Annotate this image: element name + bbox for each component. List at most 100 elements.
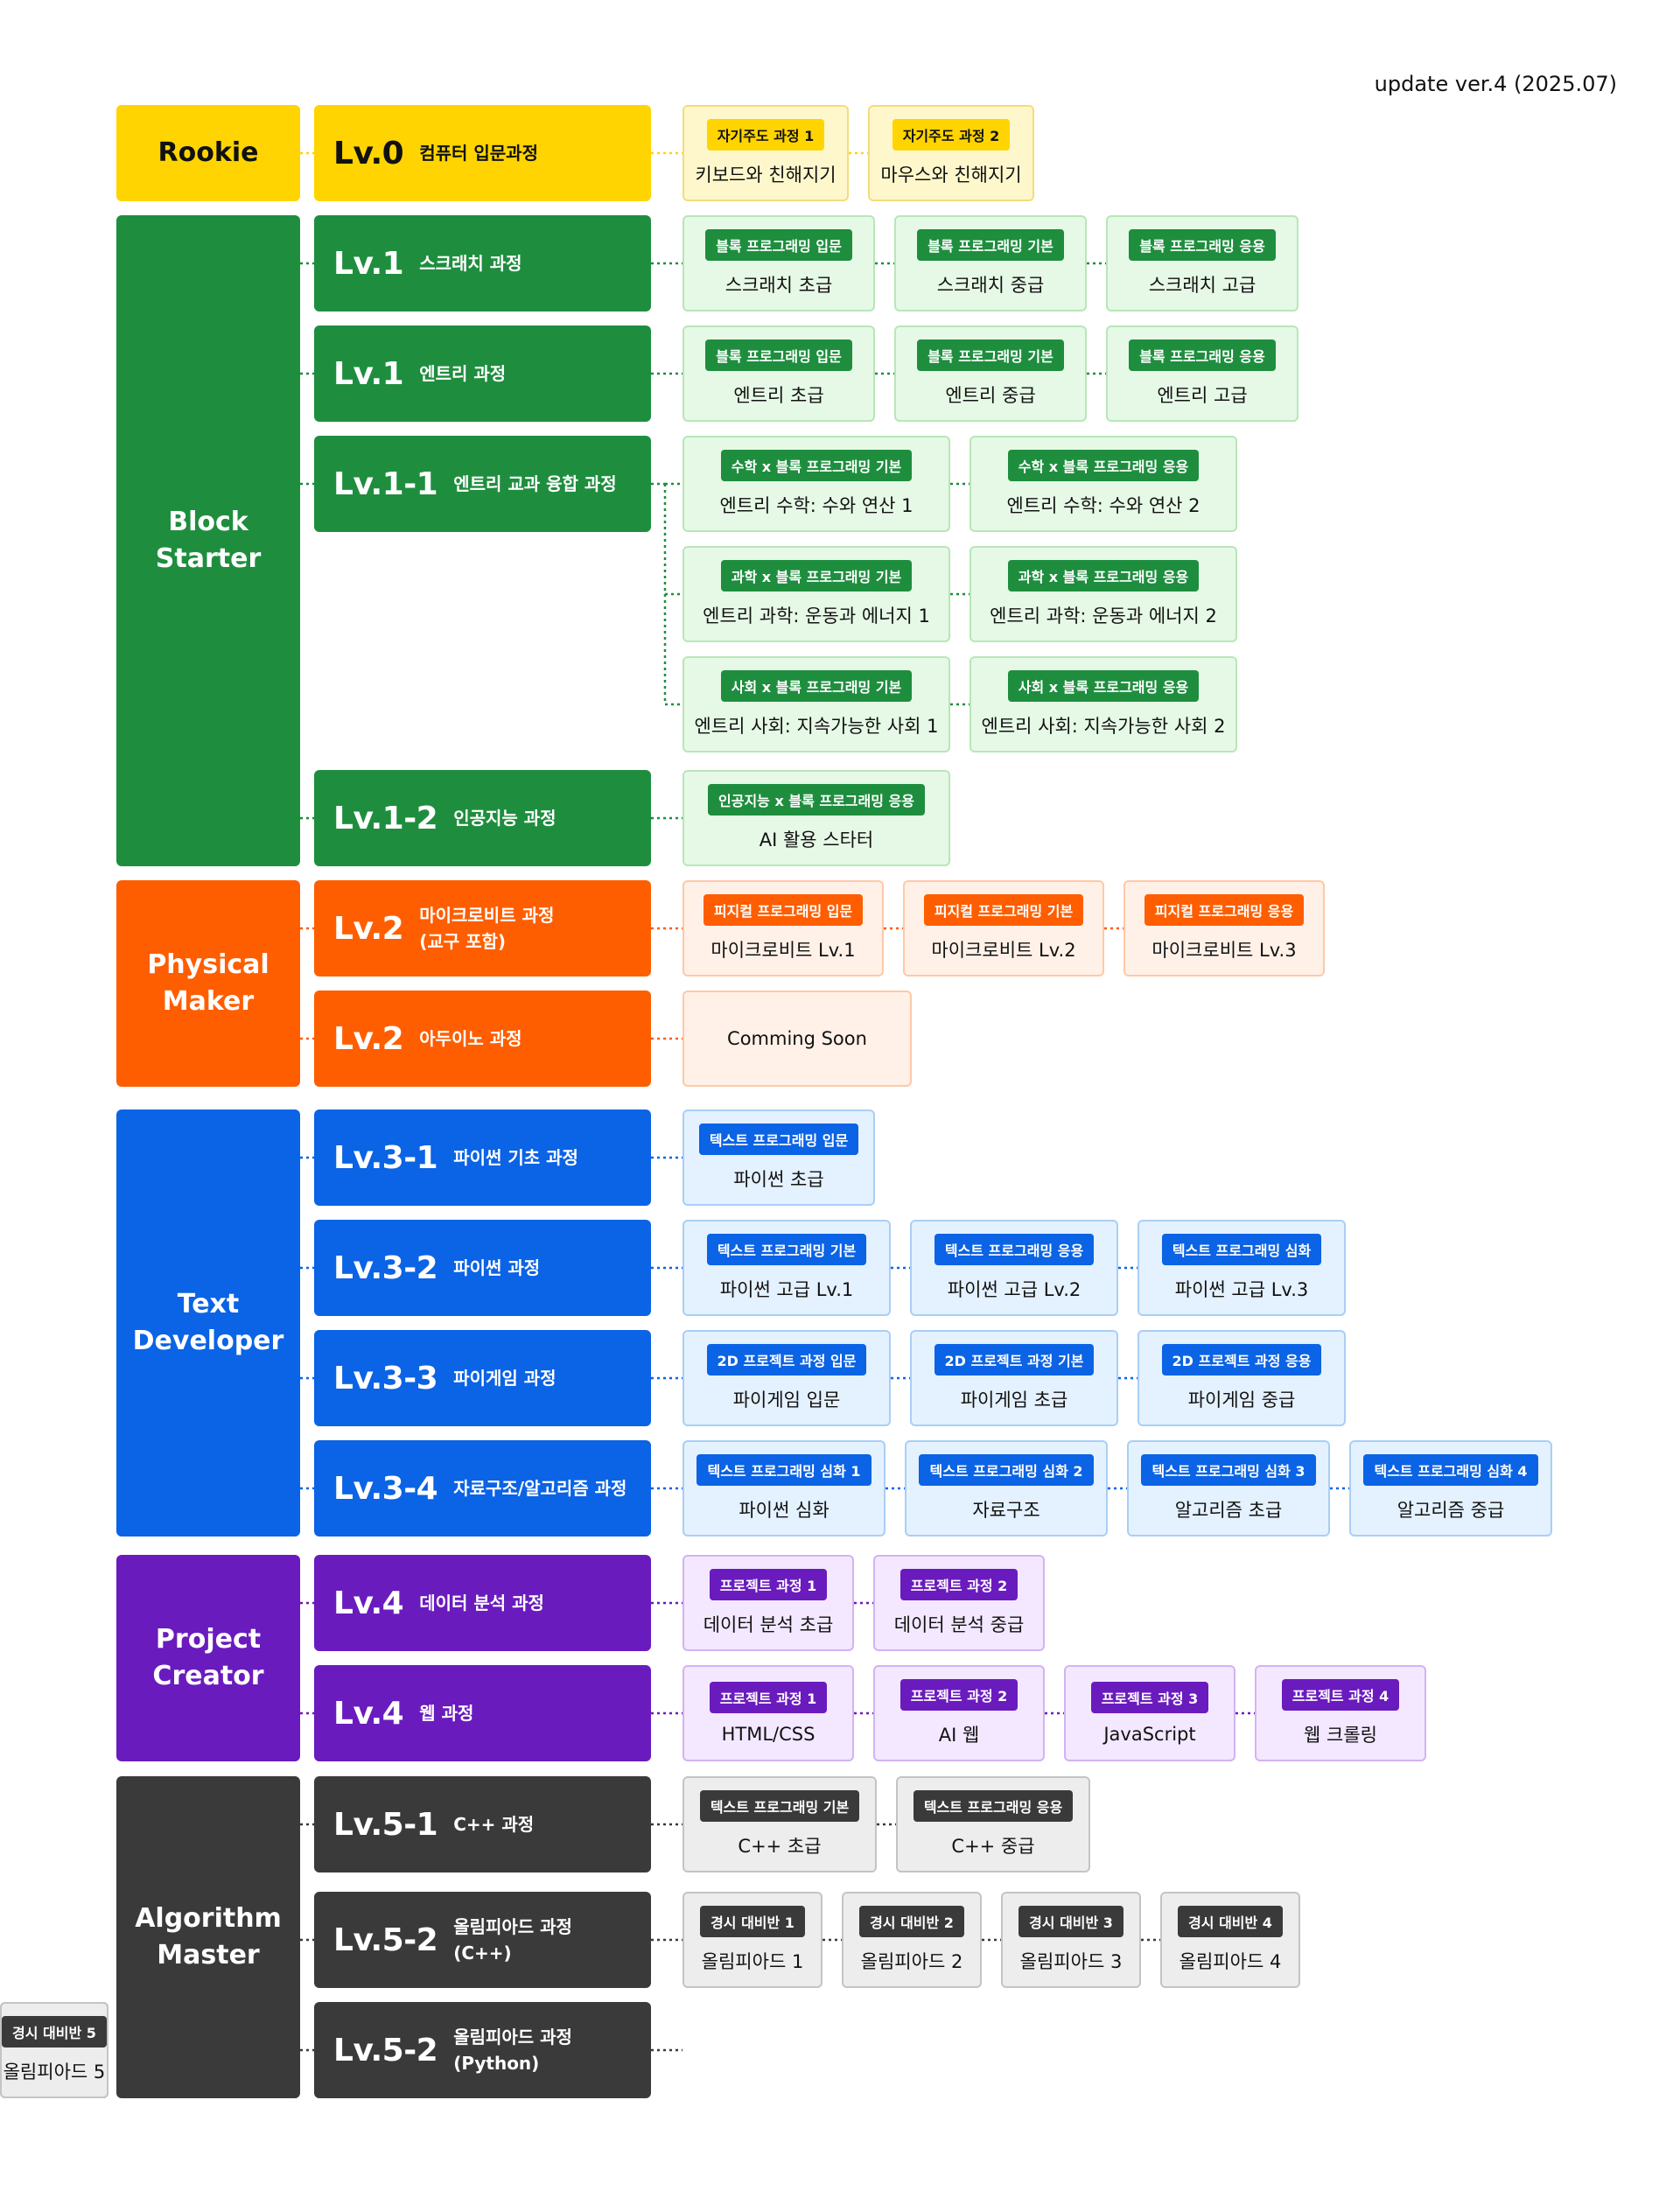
level-box[interactable]: Lv.4 웹 과정: [314, 1665, 651, 1761]
course-badge: 프로젝트 과정 2: [900, 1679, 1018, 1711]
course-badge: 블록 프로그래밍 응용: [1129, 229, 1276, 261]
course-card[interactable]: 프로젝트 과정 2 AI 웹: [873, 1665, 1045, 1761]
course-badge: 텍스트 프로그래밍 입문: [698, 1124, 859, 1155]
level-box[interactable]: Lv.5-2 올림피아드 과정 (C++): [314, 1892, 651, 1988]
course-card[interactable]: 자기주도 과정 1 키보드와 친해지기: [682, 105, 849, 201]
level-number: Lv.5-2: [333, 1922, 438, 1958]
course-badge: 피지컬 프로그래밍 응용: [1144, 894, 1305, 926]
course-badge: 과학 x 블록 프로그래밍 기본: [720, 560, 913, 592]
course-title: HTML/CSS: [721, 1724, 816, 1745]
level-name: 스크래치 과정: [419, 253, 522, 274]
course-title: 올림피아드 3: [1019, 1951, 1123, 1972]
course-title: 파이썬 초급: [733, 1169, 824, 1190]
level-name: 파이썬 과정: [453, 1257, 541, 1278]
level-name: 파이썬 기초 과정: [453, 1147, 578, 1168]
course-title: 파이썬 심화: [738, 1500, 830, 1521]
level-box[interactable]: Lv.1 스크래치 과정: [314, 215, 651, 312]
course-title: AI 활용 스타터: [759, 830, 874, 850]
course-title: 엔트리 과학: 운동과 에너지 2: [990, 606, 1217, 626]
course-badge: 블록 프로그래밍 응용: [1129, 340, 1276, 371]
course-badge: 텍스트 프로그래밍 심화 4: [1363, 1454, 1538, 1486]
course-badge: 경시 대비반 2: [859, 1906, 964, 1937]
course-badge: 수학 x 블록 프로그래밍 기본: [720, 450, 913, 481]
course-title: 파이게임 초급: [960, 1390, 1068, 1410]
level-number: Lv.1: [333, 245, 404, 282]
course-title: 데이터 분석 초급: [703, 1614, 834, 1635]
course-title: C++ 초급: [738, 1836, 822, 1857]
course-title: 파이썬 고급 Lv.3: [1174, 1279, 1309, 1300]
course-title: 키보드와 친해지기: [695, 164, 836, 186]
level-name: 올림피아드 과정 (C++): [453, 1916, 572, 1964]
course-title: 엔트리 고급: [1157, 385, 1248, 406]
course-title: 알고리즘 초급: [1174, 1500, 1283, 1521]
level-name: 엔트리 과정: [419, 363, 507, 384]
level-name: 웹 과정: [419, 1703, 474, 1724]
course-title: AI 웹: [938, 1725, 980, 1746]
course-title: 엔트리 수학: 수와 연산 1: [719, 495, 914, 516]
course-badge: 자기주도 과정 1: [706, 119, 825, 150]
level-name: 파이게임 과정: [453, 1368, 556, 1389]
course-title: 엔트리 사회: 지속가능한 사회 2: [981, 716, 1226, 737]
course-badge: 사회 x 블록 프로그래밍 응용: [1007, 670, 1200, 702]
level-number: Lv.4: [333, 1695, 404, 1732]
course-title: Comming Soon: [727, 1028, 867, 1049]
course-card[interactable]: Comming Soon: [682, 990, 912, 1087]
level-name: C++ 과정: [453, 1814, 535, 1835]
course-badge: 피지컬 프로그래밍 입문: [703, 894, 864, 926]
